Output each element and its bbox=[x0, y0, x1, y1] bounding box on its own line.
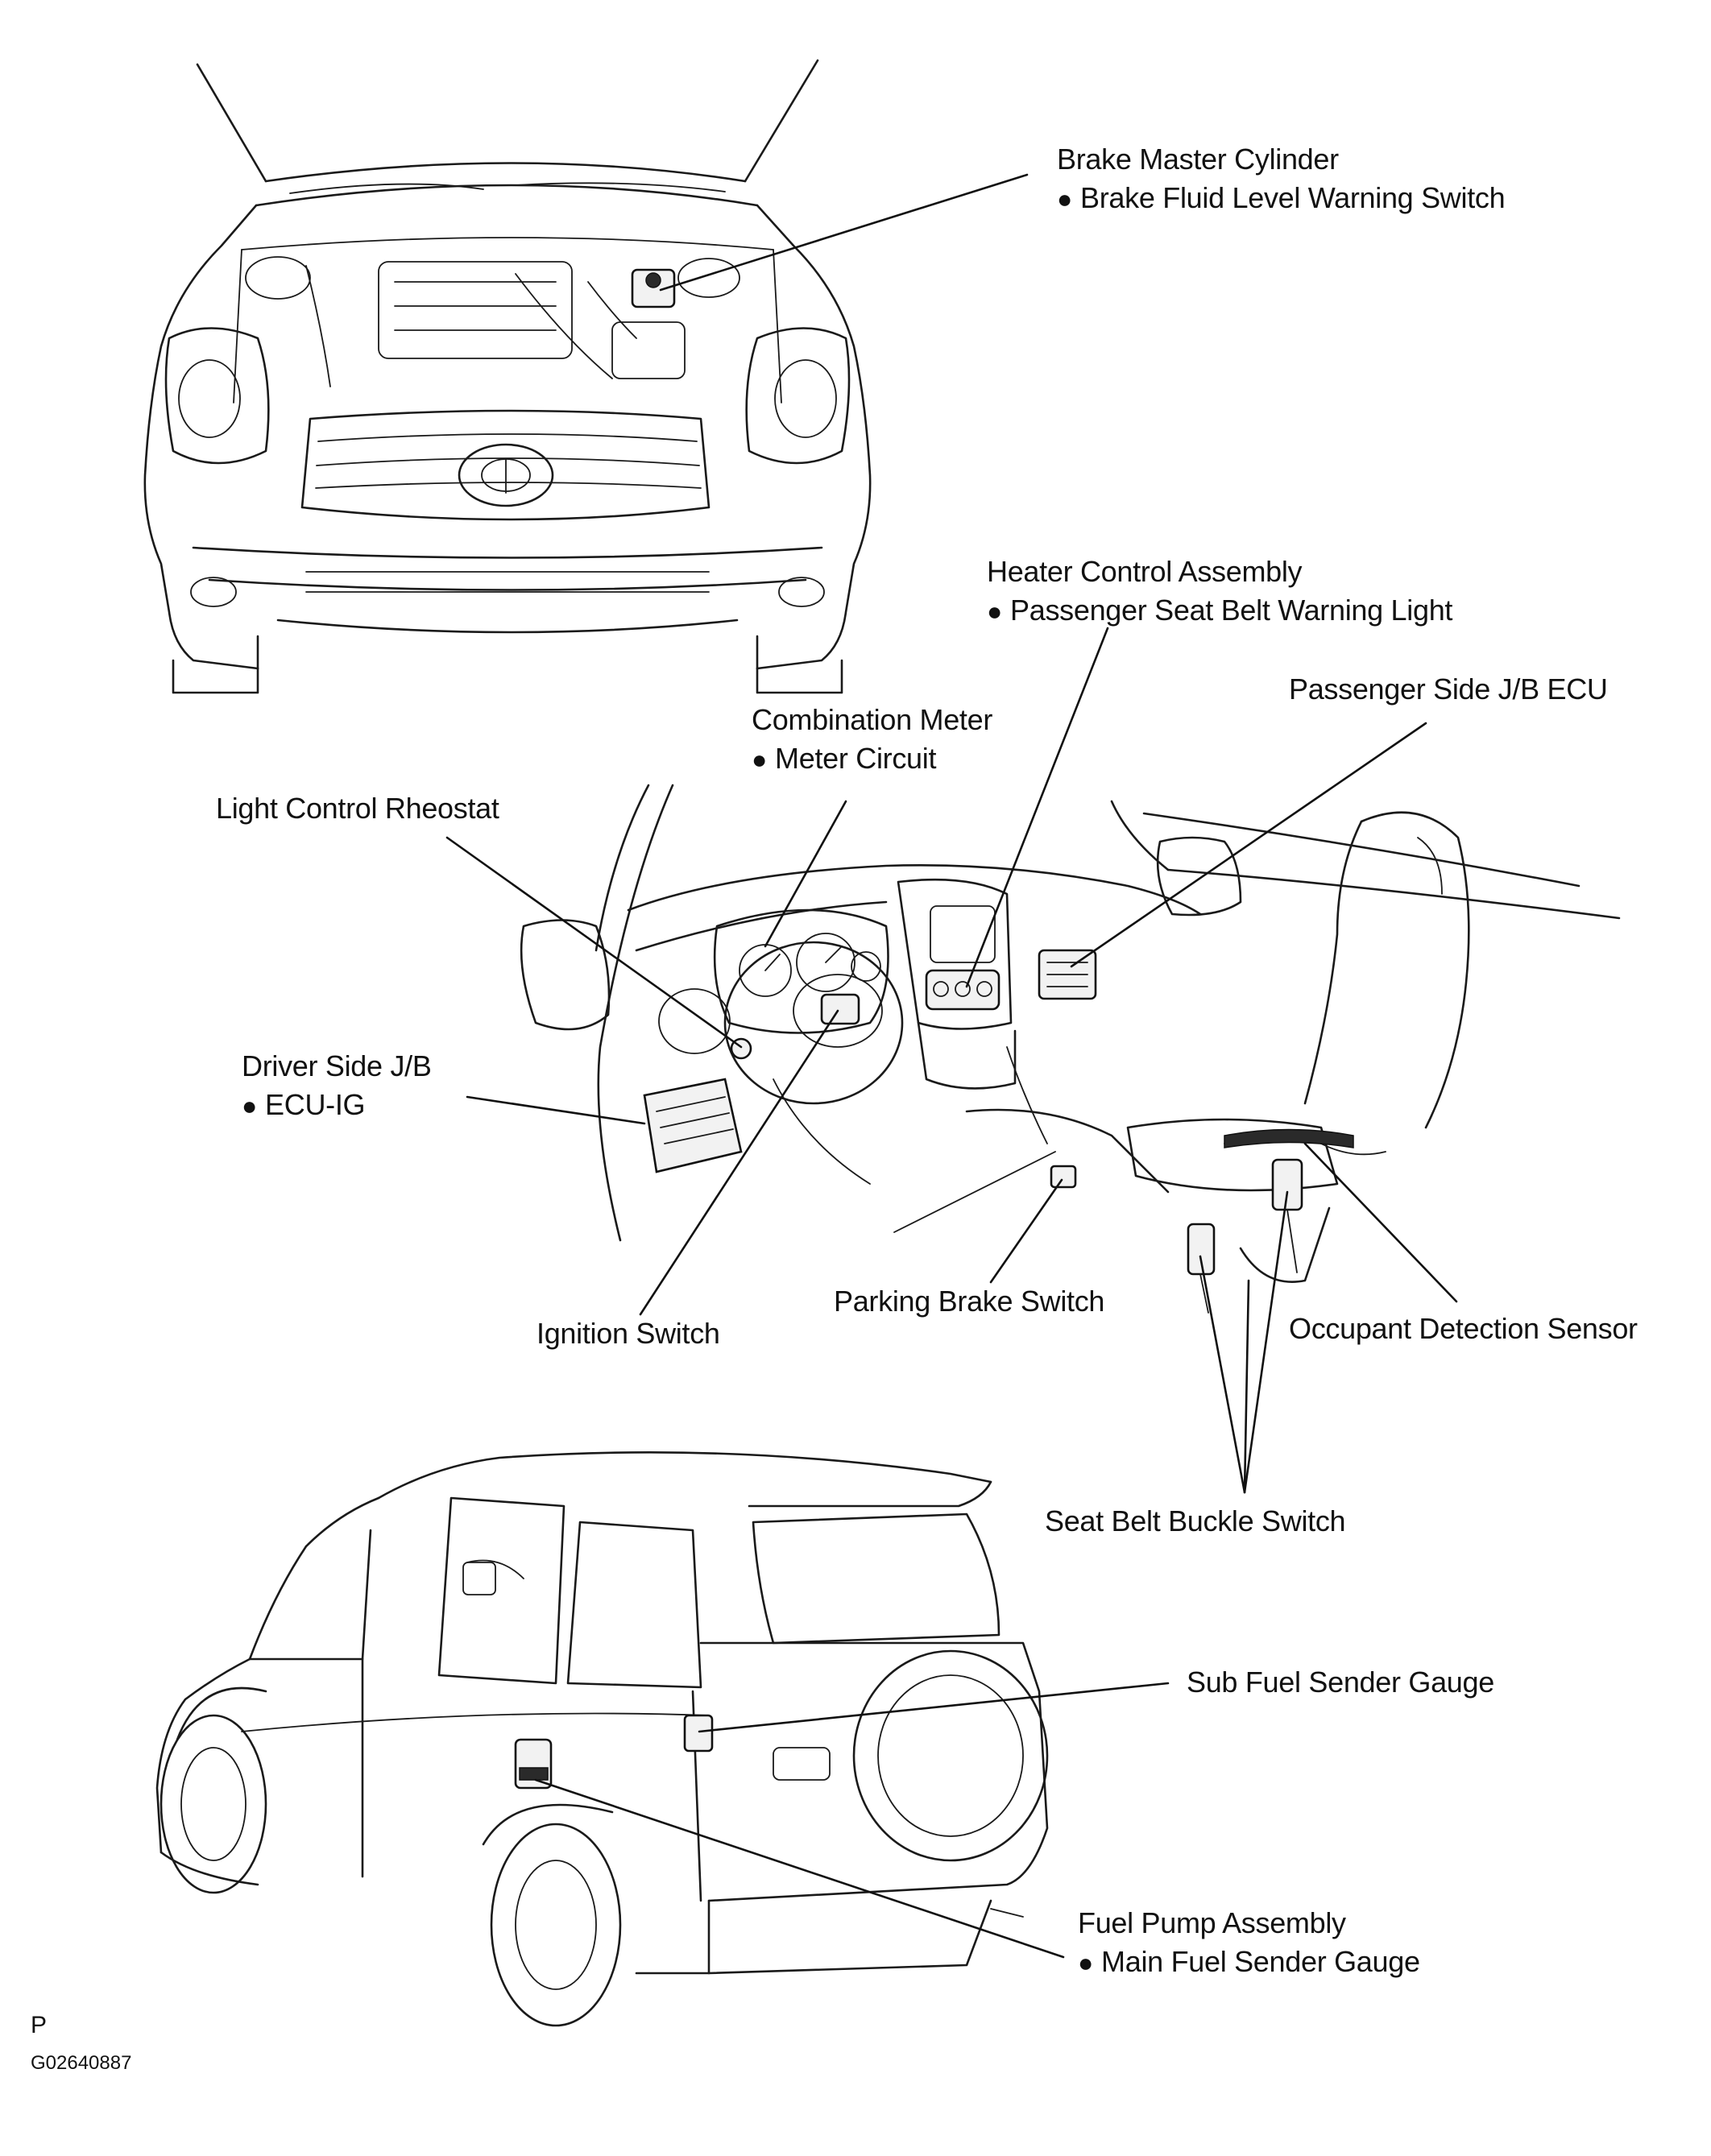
brake-master-cylinder-title: Brake Master Cylinder bbox=[1057, 143, 1339, 176]
ecu-ig: ECU-IG bbox=[242, 1086, 432, 1125]
fuel-pump-assembly-title: Fuel Pump Assembly bbox=[1078, 1906, 1346, 1939]
fuel-pump-assembly-part bbox=[514, 1738, 553, 1790]
leader-combination-meter bbox=[764, 800, 847, 948]
leader-ignition-switch bbox=[639, 1009, 839, 1316]
occupant-detection-sensor-title: Occupant Detection Sensor bbox=[1289, 1312, 1638, 1345]
ignition-switch-part bbox=[820, 993, 860, 1025]
parking-brake-switch-part bbox=[1050, 1165, 1077, 1189]
leader-seat-belt-1 bbox=[1199, 1255, 1246, 1494]
leader-sub-fuel bbox=[698, 1682, 1170, 1733]
meter-circuit: Meter Circuit bbox=[752, 739, 992, 779]
leader-lines bbox=[445, 173, 1458, 1959]
leader-seat-belt-3 bbox=[1243, 1279, 1250, 1494]
label-driver-side-jb: Driver Side J/B ECU-IG bbox=[242, 1047, 432, 1125]
label-combination-meter: Combination Meter Meter Circuit bbox=[752, 701, 992, 779]
label-occupant-detection-sensor: Occupant Detection Sensor bbox=[1289, 1310, 1638, 1348]
seat-belt-buckle-part-left bbox=[1187, 1223, 1216, 1276]
vehicle-rear-view bbox=[155, 1451, 1049, 2027]
leader-heater-control bbox=[965, 627, 1109, 988]
leader-passenger-jb bbox=[1070, 722, 1427, 968]
label-light-control-rheostat: Light Control Rheostat bbox=[216, 789, 499, 828]
heater-control-part bbox=[925, 969, 1000, 1011]
figure-code: G02640887 bbox=[31, 2052, 132, 2074]
leader-light-rheostat bbox=[445, 836, 743, 1049]
leader-brake-master bbox=[659, 173, 1029, 292]
label-fuel-pump-assembly: Fuel Pump Assembly Main Fuel Sender Gaug… bbox=[1078, 1904, 1420, 1982]
light-control-rheostat-title: Light Control Rheostat bbox=[216, 792, 499, 825]
parking-brake-switch-title: Parking Brake Switch bbox=[834, 1285, 1105, 1318]
leader-fuel-pump bbox=[534, 1778, 1065, 1959]
heater-control-assembly-title: Heater Control Assembly bbox=[987, 555, 1303, 588]
combination-meter-title: Combination Meter bbox=[752, 703, 993, 736]
leader-parking-brake bbox=[989, 1178, 1063, 1284]
brake-fluid-level-warning-switch: Brake Fluid Level Warning Switch bbox=[1057, 179, 1506, 218]
vehicle-front-view bbox=[143, 59, 872, 694]
label-seat-belt-buckle-switch: Seat Belt Buckle Switch bbox=[1045, 1502, 1346, 1541]
sub-fuel-sender-gauge-title: Sub Fuel Sender Gauge bbox=[1187, 1666, 1494, 1699]
leader-driver-jb bbox=[466, 1095, 646, 1125]
leader-occupant-sensor bbox=[1303, 1142, 1458, 1303]
label-brake-master-cylinder: Brake Master Cylinder Brake Fluid Level … bbox=[1057, 140, 1506, 218]
main-fuel-sender-gauge: Main Fuel Sender Gauge bbox=[1078, 1943, 1420, 1982]
label-sub-fuel-sender-gauge: Sub Fuel Sender Gauge bbox=[1187, 1663, 1494, 1702]
leader-seat-belt-2 bbox=[1243, 1190, 1289, 1494]
label-parking-brake-switch: Parking Brake Switch bbox=[834, 1282, 1104, 1321]
label-heater-control-assembly: Heater Control Assembly Passenger Seat B… bbox=[987, 552, 1452, 631]
driver-side-jb-title: Driver Side J/B bbox=[242, 1049, 432, 1082]
driver-side-jb-part bbox=[643, 1078, 743, 1173]
vehicle-interior-view bbox=[520, 784, 1621, 1314]
ignition-switch-title: Ignition Switch bbox=[536, 1317, 720, 1350]
passenger-seat-belt-warning-light: Passenger Seat Belt Warning Light bbox=[987, 591, 1452, 631]
seat-belt-buckle-switch-title: Seat Belt Buckle Switch bbox=[1045, 1504, 1346, 1537]
seat-belt-buckle-part-right bbox=[1271, 1158, 1303, 1211]
passenger-side-jb-ecu-title: Passenger Side J/B ECU bbox=[1289, 672, 1608, 706]
footer-letter: P bbox=[31, 2012, 48, 2038]
label-passenger-side-jb-ecu: Passenger Side J/B ECU bbox=[1289, 670, 1608, 709]
sub-fuel-sender-gauge-part bbox=[683, 1714, 714, 1753]
label-ignition-switch: Ignition Switch bbox=[536, 1314, 720, 1353]
brake-master-cylinder-part bbox=[631, 268, 676, 308]
